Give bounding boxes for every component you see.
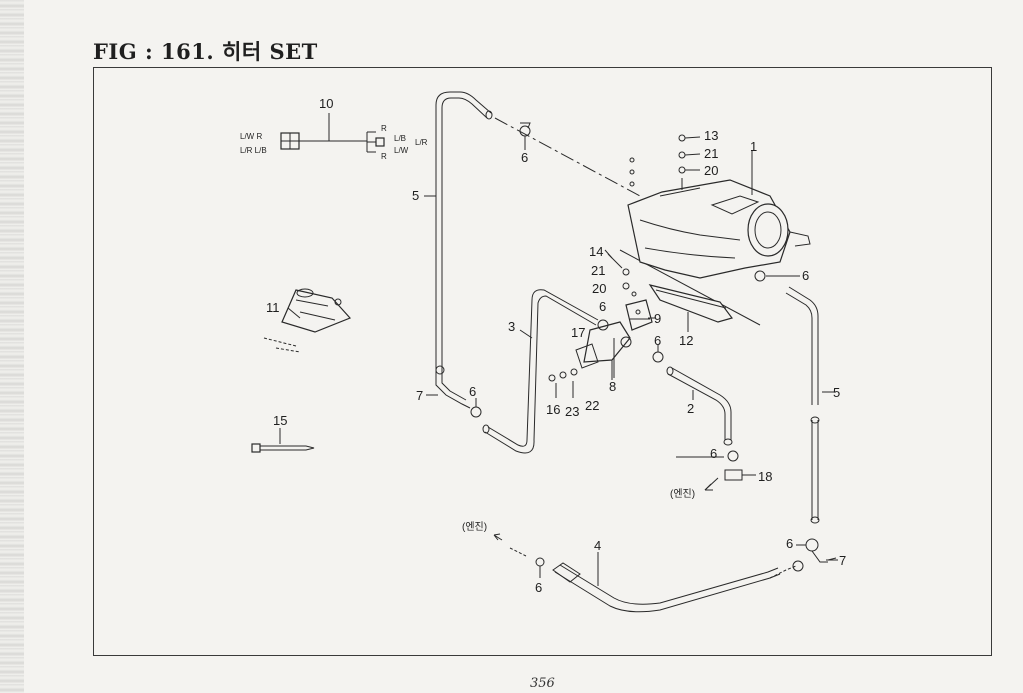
wire-code-lw: L/W: [394, 146, 409, 155]
callout-7-right: 7: [839, 553, 846, 568]
callout-6-lower: 6: [710, 446, 717, 461]
hose-part-2: [666, 366, 733, 446]
wire-code-lb: L/B: [394, 134, 406, 143]
callout-14: 14: [589, 244, 603, 259]
callout-leaders: [424, 195, 838, 561]
clamp-part-6-top: [519, 122, 531, 150]
callout-12: 12: [679, 333, 693, 348]
screw-stack-13-21-20: [629, 134, 701, 190]
bracket-part-12: [648, 284, 734, 332]
callout-4: 4: [594, 538, 601, 553]
note-engine-left: (엔진): [462, 521, 487, 533]
clamp-fitting-6-18: [704, 450, 756, 491]
fitting-part-6-7-right: [792, 538, 837, 572]
callout-20-top: 20: [704, 163, 718, 178]
callout-17: 17: [571, 325, 585, 340]
wire-code-r1: R: [381, 124, 387, 133]
callout-1: 1: [750, 139, 757, 154]
callout-8: 8: [609, 379, 616, 394]
figure-title: FIG : 161. 히터 SET: [93, 39, 318, 64]
callout-6-bottom: 6: [535, 580, 542, 595]
binding-strip: [0, 0, 24, 693]
callout-16: 16: [546, 402, 560, 417]
callout-23: 23: [565, 404, 579, 419]
fitting-part-7-left: [435, 365, 482, 418]
wire-code-left-top: L/W R: [240, 132, 262, 141]
wire-code-left-bottom: L/R L/B: [240, 146, 267, 155]
hose-part-5-right: [785, 286, 820, 524]
callout-13: 13: [704, 128, 718, 143]
fastener-group-16-22-23: [548, 368, 578, 398]
callout-6-heater: 6: [802, 268, 809, 283]
wire-connector-part-10: [280, 113, 385, 153]
callout-22: 22: [585, 398, 599, 413]
callout-5-left: 5: [412, 188, 419, 203]
clamp-part-6-bottom: [493, 533, 545, 578]
callout-10: 10: [319, 96, 333, 111]
callout-21-mid: 21: [591, 263, 605, 278]
callout-3: 3: [508, 319, 515, 334]
heater-unit-part-1: [627, 150, 811, 279]
wire-code-r2: R: [381, 152, 387, 161]
hose-part-5-left: [435, 91, 493, 365]
callout-21-top: 21: [704, 146, 718, 161]
note-engine-right: (엔진): [670, 488, 695, 500]
bracket-assembly-part-11: [263, 288, 352, 353]
hose-part-3: [482, 289, 599, 454]
callout-5-right: 5: [833, 385, 840, 400]
callout-6-valve: 6: [599, 299, 606, 314]
callout-9: 9: [654, 311, 661, 326]
plate-part-9: [625, 299, 656, 331]
valve-part-8-17: [575, 319, 632, 380]
callout-6-right-bottom: 6: [786, 536, 793, 551]
clamp-part-6-heater-right: [754, 270, 790, 282]
wire-code-lr: L/R: [415, 138, 428, 147]
page-number: 356: [530, 676, 555, 691]
callout-6-top: 6: [521, 150, 528, 165]
callout-20-mid: 20: [592, 281, 606, 296]
fastener-group-14-21-20: [607, 253, 637, 297]
hose-part-4: [552, 552, 797, 613]
callout-6-mid: 6: [654, 333, 661, 348]
callout-11: 11: [266, 300, 280, 315]
callout-6-left: 6: [469, 384, 476, 399]
pin-part-15: [251, 428, 315, 453]
clamp-part-6-middle: [652, 345, 664, 363]
diagram-frame: [93, 67, 992, 656]
callout-15: 15: [273, 413, 287, 428]
callout-7-left: 7: [416, 388, 423, 403]
callout-2: 2: [687, 401, 694, 416]
callout-18: 18: [758, 469, 772, 484]
